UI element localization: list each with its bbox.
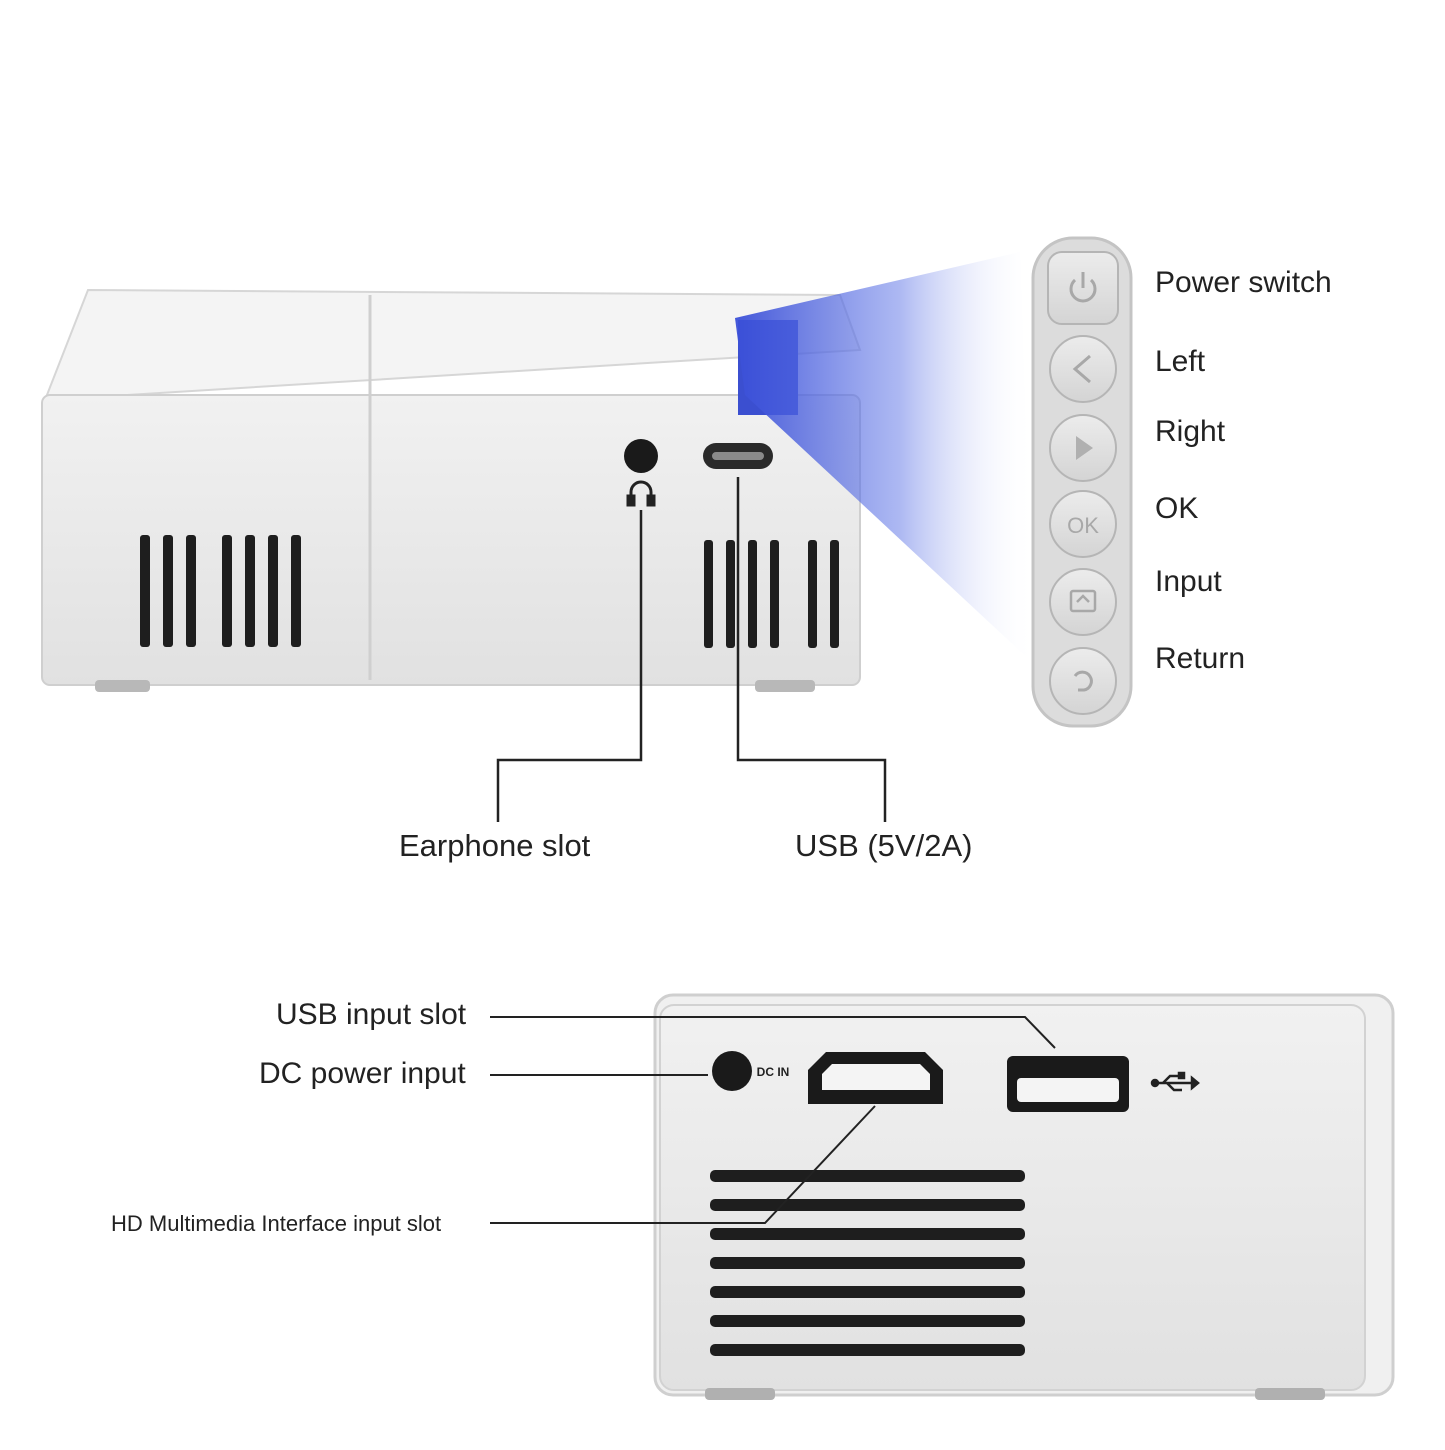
play-right-icon (1076, 436, 1093, 460)
earphone-leader (496, 510, 643, 822)
label-earphone-slot: Earphone slot (399, 828, 591, 863)
label-right: Right (1155, 415, 1226, 448)
label-ok: OK (1155, 492, 1199, 525)
return-button[interactable] (1049, 647, 1117, 715)
chevron-left-icon (1072, 354, 1091, 384)
usb-a-port-tongue (1017, 1078, 1119, 1102)
top-projector (41, 288, 862, 692)
label-return: Return (1155, 642, 1246, 675)
top-projector-top-face (43, 288, 862, 402)
dc-power-jack (712, 1051, 752, 1091)
bottom-projector: DC IN (653, 993, 1395, 1400)
dc-in-marking: DC IN (757, 1065, 790, 1079)
projection-beam (735, 252, 1035, 665)
label-dc-power-input: DC power input (259, 1057, 466, 1090)
label-left: Left (1155, 345, 1206, 378)
power-icon (1069, 272, 1097, 303)
vent-right (704, 540, 839, 648)
label-hdmi-input-slot: HD Multimedia Interface input slot (111, 1211, 442, 1236)
earphone-jack (624, 439, 658, 473)
label-usb-input-slot: USB input slot (276, 998, 467, 1031)
left-button[interactable] (1049, 335, 1117, 403)
vent-left (140, 535, 301, 647)
input-source-icon (1069, 589, 1097, 613)
bottom-foot-right (1255, 1388, 1325, 1400)
ok-text-icon: OK (1067, 513, 1099, 538)
label-usb-c: USB (5V/2A) (795, 828, 973, 863)
return-icon (1073, 670, 1093, 692)
usb-input-leader (490, 1016, 1056, 1049)
headphone-icon (626, 480, 656, 507)
usb-c-leader (736, 477, 887, 822)
bottom-leaders (490, 1016, 1056, 1224)
top-leaders (496, 477, 887, 822)
foot-left (95, 680, 150, 692)
usb-c-port-inner (712, 452, 764, 460)
foot-right (755, 680, 815, 692)
label-input: Input (1155, 565, 1222, 598)
hdmi-port-inner (822, 1064, 930, 1090)
button-panel: OK (1031, 236, 1133, 728)
hdmi-leader (490, 1105, 876, 1224)
usb-symbol-icon (1150, 1071, 1200, 1092)
bottom-foot-left (705, 1388, 775, 1400)
input-button[interactable] (1049, 568, 1117, 636)
label-power-switch: Power switch (1155, 266, 1332, 299)
ok-button[interactable] (1049, 490, 1117, 558)
vent-bottom (710, 1170, 1025, 1356)
